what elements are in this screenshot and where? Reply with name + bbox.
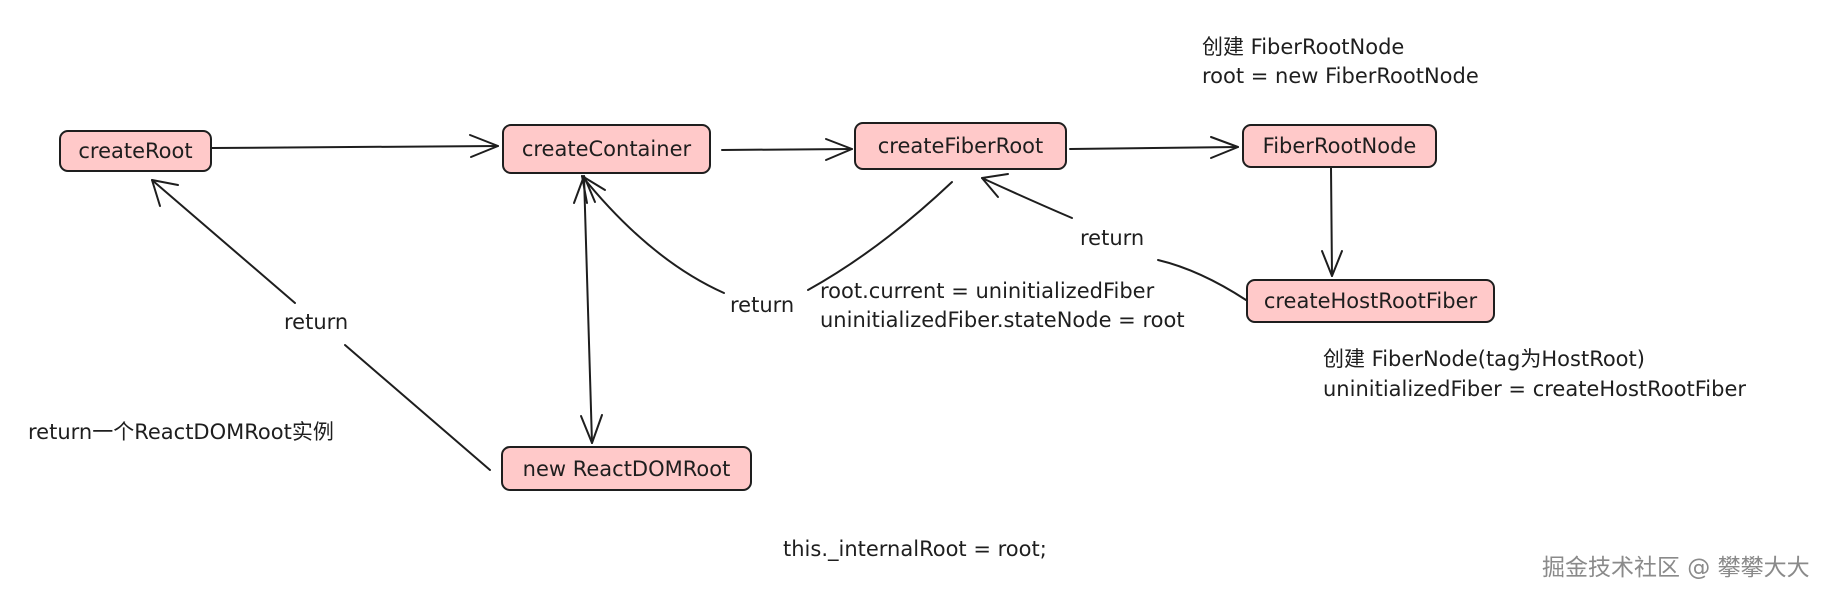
arrowhead-createhostrootfiber [1321, 250, 1343, 277]
annotation-fiberrootnode-line1: 创建 FiberRootNode [1202, 35, 1405, 59]
arrowhead-createcontainer-return [581, 175, 606, 204]
arrowhead-createfiberroot [825, 138, 853, 161]
edge-label-return-left: return [284, 310, 349, 334]
node-fiberrootnode-label: FiberRootNode [1262, 134, 1417, 158]
node-createcontainer-label: createContainer [521, 137, 692, 161]
node-createfiberroot: createFiberRoot [854, 122, 1067, 170]
edge-return-to-createroot-lower [344, 344, 491, 471]
edge-createcontainer-to-newreactdomroot [583, 175, 593, 444]
edge-label-return-middle: return [730, 293, 795, 317]
node-createroot: createRoot [59, 130, 212, 172]
edge-createcontainer-to-createfiberroot [721, 148, 853, 151]
edge-return-to-createcontainer-left [581, 175, 725, 294]
arrowhead-newreactdomroot [580, 414, 603, 444]
annotation-return-instance: return一个ReactDOMRoot实例 [28, 420, 334, 444]
node-newreactdomroot: new ReactDOMRoot [501, 446, 752, 491]
annotation-internal-root: this._internalRoot = root; [783, 537, 1047, 561]
arrowhead-createcontainer-up [573, 175, 596, 204]
annotation-fiberrootnode-line2: root = new FiberRootNode [1202, 64, 1479, 88]
node-createfiberroot-label: createFiberRoot [877, 134, 1044, 158]
edge-return-to-createfiberroot-left [981, 177, 1073, 219]
annotation-fibernode-line2: uninitializedFiber = createHostRootFiber [1323, 377, 1747, 401]
watermark: 掘金技术社区 @ 攀攀大大 [1542, 555, 1810, 581]
edge-return-to-createcontainer-right [807, 181, 953, 291]
edge-return-to-createroot-upper [151, 179, 296, 304]
arrowhead-createfiberroot-return [981, 173, 1009, 198]
annotation-root-current-line2: uninitializedFiber.stateNode = root [820, 308, 1185, 332]
arrowhead-createcontainer [469, 134, 499, 158]
edge-createroot-to-createcontainer [211, 145, 499, 149]
node-fiberrootnode: FiberRootNode [1242, 124, 1437, 168]
annotation-root-current-line1: root.current = uninitializedFiber [820, 279, 1155, 303]
annotation-fibernode-line1: 创建 FiberNode(tag为HostRoot) [1323, 347, 1645, 371]
edge-createfiberroot-to-fiberrootnode [1069, 146, 1239, 150]
edge-return-to-createfiberroot-right [1157, 259, 1247, 301]
node-createhostrootfiber: createHostRootFiber [1246, 279, 1495, 323]
node-newreactdomroot-label: new ReactDOMRoot [522, 456, 731, 481]
edge-label-return-right: return [1080, 226, 1145, 250]
arrowhead-createroot [151, 179, 179, 207]
node-createroot-label: createRoot [78, 139, 193, 163]
node-createhostrootfiber-label: createHostRootFiber [1263, 289, 1478, 313]
node-createcontainer: createContainer [502, 124, 711, 174]
arrowhead-fiberrootnode [1210, 136, 1239, 159]
edge-fiberrootnode-to-createhostrootfiber [1330, 167, 1333, 277]
